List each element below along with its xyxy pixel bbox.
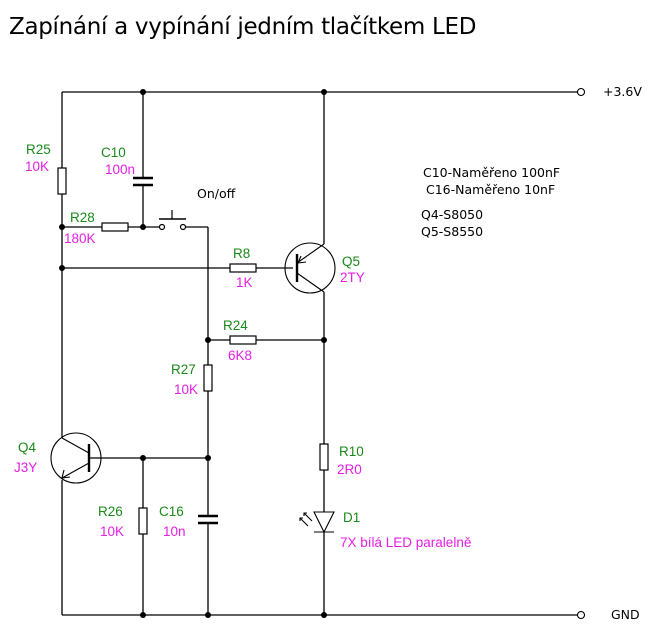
resistor-r27 <box>203 364 213 392</box>
r24-ref: R24 <box>223 318 248 333</box>
led-d1 <box>299 511 335 534</box>
r10-ref: R10 <box>339 444 364 459</box>
junction <box>321 89 327 95</box>
resistor-r8 <box>229 263 257 273</box>
gnd-terminal <box>576 610 586 620</box>
note-q5: Q5-S8550 <box>421 224 484 239</box>
r28-value: 180K <box>64 231 96 246</box>
transistor-q5 <box>284 242 336 294</box>
d1-value: 7X bílá LED paralelně <box>340 535 472 550</box>
junction <box>205 337 211 343</box>
r24-value: 6K8 <box>228 348 253 363</box>
junction <box>140 455 146 461</box>
note-c16: C16-Naměřeno 10nF <box>426 182 556 197</box>
r8-value: 1K <box>236 275 253 290</box>
c10-value: 100n <box>105 162 136 177</box>
r25-ref: R25 <box>26 142 51 157</box>
r27-value: 10K <box>174 382 199 397</box>
resistor-r28 <box>101 222 129 232</box>
page-title: Zapínání a vypínání jedním tlačítkem LED <box>9 14 477 40</box>
resistor-r25 <box>57 167 67 195</box>
q5-value: 2TY <box>340 270 365 285</box>
junction <box>59 224 65 230</box>
note-c10: C10-Naměřeno 100nF <box>423 165 561 180</box>
c16-value: 10n <box>163 524 186 539</box>
junction <box>205 612 211 618</box>
r8-ref: R8 <box>233 246 251 261</box>
junction <box>140 224 146 230</box>
vcc-terminal <box>576 87 586 97</box>
vcc-label: +3.6V <box>603 84 642 99</box>
r27-ref: R27 <box>171 362 196 377</box>
junction <box>140 89 146 95</box>
r25-value: 10K <box>25 159 50 174</box>
r10-value: 2R0 <box>337 462 362 477</box>
c16-ref: C16 <box>159 504 184 519</box>
junction <box>59 265 65 271</box>
r28-ref: R28 <box>70 210 95 225</box>
d1-ref: D1 <box>343 510 361 525</box>
junction <box>205 455 211 461</box>
q5-ref: Q5 <box>342 254 361 269</box>
junction <box>321 337 327 343</box>
switch-label: On/off <box>197 186 236 201</box>
r26-value: 10K <box>100 524 125 539</box>
gnd-label: GND <box>611 607 640 622</box>
resistor-r10 <box>319 443 329 471</box>
junction <box>321 612 327 618</box>
note-q4: Q4-S8050 <box>421 207 484 222</box>
c10-ref: C10 <box>101 145 126 160</box>
resistor-r26 <box>138 507 148 535</box>
junction <box>140 612 146 618</box>
r26-ref: R26 <box>98 504 123 519</box>
q4-value: J3Y <box>14 460 38 475</box>
transistor-q4 <box>50 432 102 484</box>
q4-ref: Q4 <box>18 440 37 455</box>
resistor-r24 <box>229 335 257 345</box>
pushbutton-switch <box>158 210 187 231</box>
